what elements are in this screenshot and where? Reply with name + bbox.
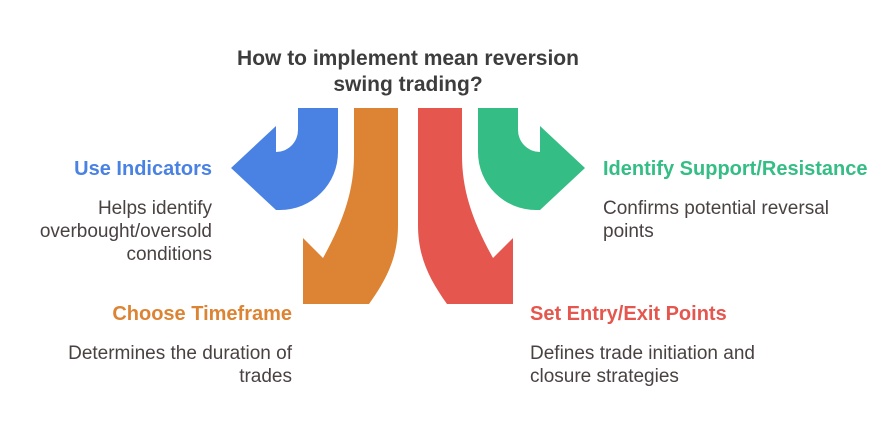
description-line: Helps identify: [97, 198, 212, 219]
section-set-entry-exit-points: Set Entry/Exit Points Defines trade init…: [530, 303, 860, 388]
description-line: overbought/oversold: [39, 221, 212, 242]
section-identify-support-resistance: Identify Support/Resistance Confirms pot…: [603, 158, 890, 243]
description-line: Confirms potential reversal: [603, 198, 829, 219]
description-line: closure strategies: [530, 366, 679, 387]
description-line: conditions: [126, 244, 212, 265]
page-title: How to implement mean reversion swing tr…: [158, 46, 658, 98]
curved-arrow-left-icon: [231, 108, 338, 210]
section-description: Confirms potential reversal points: [603, 197, 890, 243]
title-line-1: How to implement mean reversion: [237, 47, 579, 70]
curved-arrow-down-left-icon: [303, 108, 398, 304]
curved-arrow-right-icon: [478, 108, 585, 210]
section-heading: Use Indicators: [74, 158, 212, 180]
curved-arrow-down-right-icon: [418, 108, 513, 304]
section-description: Helps identify overbought/oversold condi…: [0, 197, 212, 266]
description-line: Defines trade initiation and: [530, 343, 755, 364]
section-heading: Set Entry/Exit Points: [530, 303, 727, 325]
description-line: Determines the duration of: [68, 343, 292, 364]
section-description: Determines the duration of trades: [0, 342, 292, 388]
description-line: points: [603, 221, 654, 242]
title-line-2: swing trading?: [333, 73, 483, 96]
section-use-indicators: Use Indicators Helps identify overbought…: [0, 158, 212, 266]
description-line: trades: [239, 366, 292, 387]
section-heading: Identify Support/Resistance: [603, 158, 868, 180]
section-heading: Choose Timeframe: [112, 303, 292, 325]
section-description: Defines trade initiation and closure str…: [530, 342, 860, 388]
section-choose-timeframe: Choose Timeframe Determines the duration…: [0, 303, 292, 388]
